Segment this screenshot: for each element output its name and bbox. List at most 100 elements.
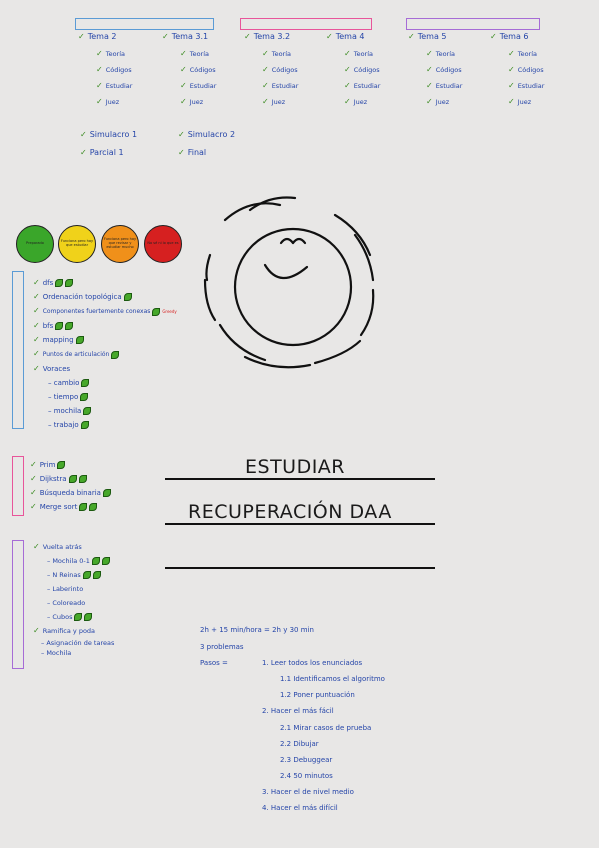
plan-step-2-3: 2.3 Debuggear [280,756,333,764]
tema-item: ✓Teoría [426,49,456,58]
voraces-trabajo: – trabajo [33,418,177,432]
check-icon: ✓ [344,49,351,58]
rule-3 [165,567,435,569]
group3-list: ✓Vuelta atrás – Mochila 0-1 – N Reinas –… [33,540,114,658]
check-icon: ✓ [162,32,169,41]
group2-list: ✓Prim ✓Dijkstra ✓Búsqueda binaria ✓Merge… [30,458,111,514]
top-bar-pink [240,18,372,30]
check-icon: ✓ [262,65,269,74]
title-estudiar: ESTUDIAR [245,456,346,478]
tema-item: ✓Códigos [180,65,216,74]
plan-step-2-4: 2.4 50 minutos [280,772,333,780]
smiley-drawing [203,196,375,369]
va-mochila: – Mochila 0-1 [33,554,114,568]
topic-dfs: ✓dfs [33,276,177,290]
tema-item: ✓Códigos [96,65,132,74]
topic-ordenacion-topologica: ✓Ordenación topológica [33,290,177,304]
plan-step-1-2: 1.2 Poner puntuación [280,691,355,699]
tema-item: ✓Códigos [344,65,380,74]
check-icon: ✓ [96,49,103,58]
plan-step-1: 1. Leer todos los enunciados [262,659,363,667]
check-icon: ✓ [96,65,103,74]
tema-item: ✓Códigos [508,65,544,74]
tema-item: ✓Estudiar [508,81,545,90]
title-recuperacion: RECUPERACIÓN DAA [188,501,392,523]
check-icon: ✓ [490,32,497,41]
plan-step-2: 2. Hacer el más fácil [262,707,334,715]
exam-final: ✓Final [178,148,207,157]
tema-header: ✓Tema 3.2 [244,32,291,41]
tema-item: ✓Códigos [262,65,298,74]
va-n-reinas: – N Reinas [33,568,114,582]
topic-prim: ✓Prim [30,458,111,472]
voraces-tiempo: – tiempo [33,390,177,404]
group2-bar [12,456,24,516]
check-icon: ✓ [344,97,351,106]
exam-simulacro-1: ✓Simulacro 1 [80,130,138,139]
check-icon: ✓ [180,97,187,106]
check-icon: ✓ [262,97,269,106]
group1-list: ✓dfs ✓Ordenación topológica ✓Componentes… [33,276,177,432]
exam-parcial-1: ✓Parcial 1 [80,148,124,157]
check-icon: ✓ [344,81,351,90]
tema-item: ✓Estudiar [262,81,299,90]
tema-item: ✓Teoría [262,49,292,58]
tema-item: ✓Juez [262,97,286,106]
topic-componentes-conexas: ✓Componentes fuertemente conexas Greedy [33,306,177,316]
tema-item: ✓Estudiar [96,81,133,90]
check-icon: ✓ [508,81,515,90]
check-icon: ✓ [180,49,187,58]
group1-bar [12,271,24,429]
plan-problems: 3 problemas [200,643,244,651]
exam-simulacro-2: ✓Simulacro 2 [178,130,236,139]
voraces-mochila: – mochila [33,404,177,418]
tema-item: ✓Juez [426,97,450,106]
tema-header: ✓Tema 4 [326,32,365,41]
check-icon: ✓ [180,81,187,90]
check-icon: ✓ [426,81,433,90]
topic-dijkstra: ✓Dijkstra [30,472,111,486]
check-icon: ✓ [326,32,333,41]
check-icon: ✓ [244,32,251,41]
tema-item: ✓Teoría [180,49,210,58]
check-icon: ✓ [426,49,433,58]
tema-header: ✓Tema 3.1 [162,32,209,41]
tema-item: ✓Estudiar [426,81,463,90]
rp-asignacion: – Asignación de tareas [41,639,115,647]
check-icon: ✓ [426,65,433,74]
tema-item: ✓Teoría [96,49,126,58]
check-icon: ✓ [508,97,515,106]
check-icon: ✓ [78,32,85,41]
topic-busqueda-binaria: ✓Búsqueda binaria [30,486,111,500]
tema-item: ✓Juez [508,97,532,106]
topic-voraces: ✓Voraces [33,364,71,373]
check-icon: ✓ [262,49,269,58]
topic-bfs: ✓bfs [33,319,177,333]
tema-item: ✓Códigos [426,65,462,74]
check-icon: ✓ [408,32,415,41]
tema-header: ✓Tema 2 [78,32,117,41]
tema-item: ✓Teoría [508,49,538,58]
voraces-cambio: – cambio [33,376,177,390]
check-icon: ✓ [508,49,515,58]
tema-header: ✓Tema 5 [408,32,447,41]
check-icon: ✓ [96,97,103,106]
plan-step-2-2: 2.2 Dibujar [280,740,319,748]
tema-header: ✓Tema 6 [490,32,529,41]
topic-vuelta-atras: ✓Vuelta atrás [33,542,82,551]
plan-pasos-label: Pasos = [200,659,228,667]
check-icon: ✓ [180,65,187,74]
top-bar-purple [406,18,540,30]
rule-1 [165,478,435,480]
plan-time: 2h + 15 min/hora = 2h y 30 min [200,626,314,634]
check-icon: ✓ [426,97,433,106]
topic-merge-sort: ✓Merge sort [30,500,111,514]
tema-item: ✓Estudiar [344,81,381,90]
tema-item: ✓Juez [344,97,368,106]
check-icon: ✓ [96,81,103,90]
check-icon: ✓ [344,65,351,74]
rp-mochila: – Mochila [41,649,72,657]
va-coloreado: – Coloreado [47,599,86,607]
topic-mapping: ✓mapping [33,333,177,347]
legend-red: No sé ni lo que es [144,225,182,263]
